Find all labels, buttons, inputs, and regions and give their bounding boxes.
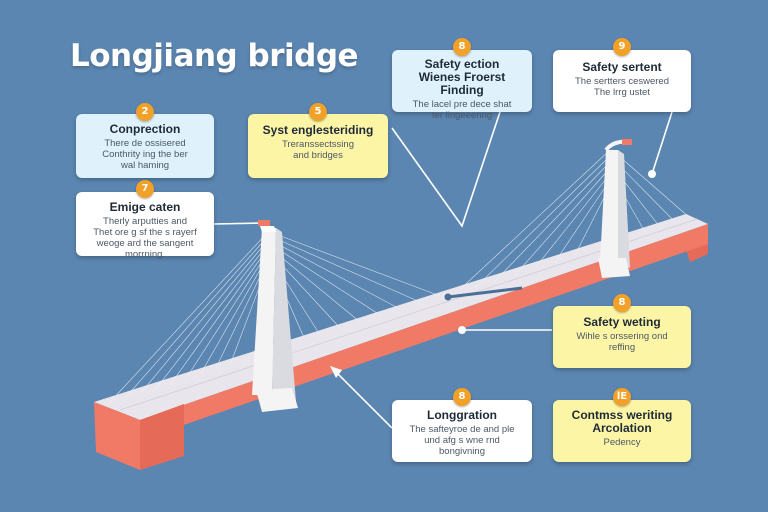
- right-pylon: [598, 139, 632, 278]
- step-badge: 5: [309, 103, 327, 121]
- step-badge: lE: [613, 388, 631, 406]
- cables-right-pylon: [454, 149, 691, 295]
- step-badge: 2: [136, 103, 154, 121]
- callout-card-conprection: Conprection There de ossisered Conthrity…: [76, 114, 214, 178]
- step-badge: 9: [613, 38, 631, 56]
- card-body: The safteyroe de and ple und afg s wne r…: [409, 424, 515, 457]
- pointer-dot-right: [648, 170, 656, 178]
- pointer-dot-center: [458, 326, 466, 334]
- card-body: The lacel pre dece shat ter lingeeenng: [412, 99, 512, 121]
- pointer-arrow-head: [330, 366, 342, 378]
- card-title: Conprection: [109, 122, 181, 136]
- pointer-tip-red: [258, 220, 270, 226]
- pointer-dot-deck: [444, 293, 452, 301]
- step-badge: 8: [613, 294, 631, 312]
- callout-card-emige-caten: Emige caten Therly arputties and Thet or…: [76, 192, 214, 260]
- card-body: There de ossisered Conthrity ing the ber…: [102, 138, 188, 171]
- card-body: Wihle s orssering ond reffing: [576, 331, 668, 353]
- callout-card-syst-englesteriding: Syst englesteriding Treranssectssing and…: [248, 114, 388, 178]
- page-title: Longjiang bridge: [70, 38, 359, 74]
- card-title: Safety weting: [583, 315, 661, 329]
- callout-card-safety-sertent: Safety sertent The sertters ceswered The…: [553, 50, 691, 112]
- callout-card-longgration: Longgration The safteyroe de and ple und…: [392, 400, 532, 462]
- card-body: The sertters ceswered The lrrg ustet: [575, 76, 669, 98]
- callout-card-safety-weting: Safety weting Wihle s orssering ond reff…: [553, 306, 691, 368]
- card-body: Therly arputties and Thet ore g sf the s…: [93, 216, 197, 260]
- callout-card-contmss-weriting: Contmss weriting Arcolation Pedency: [553, 400, 691, 462]
- card-title: Safety ection: [424, 57, 500, 71]
- bridge-abutment-left: [94, 402, 140, 470]
- step-badge: 8: [453, 38, 471, 56]
- card-title: Emige caten: [109, 200, 181, 214]
- card-title: Syst englesteriding: [262, 123, 374, 137]
- card-body: Treranssectssing and bridges: [282, 139, 354, 161]
- step-badge: 7: [136, 180, 154, 198]
- card-title: Longgration: [427, 408, 497, 422]
- callout-pointers: [213, 111, 673, 429]
- step-badge: 8: [453, 388, 471, 406]
- card-title-2: Arcolation: [592, 421, 652, 435]
- callout-card-safety-ection: Safety ection Wienes Froerst Finding The…: [392, 50, 532, 121]
- bridge-abutment-left-front: [140, 404, 184, 470]
- card-title: Contmss weriting: [571, 408, 673, 422]
- left-pylon: [252, 226, 298, 412]
- card-title-2: Wienes Froerst Finding: [418, 70, 506, 97]
- card-body: Pedency: [603, 437, 641, 448]
- card-title: Safety sertent: [582, 60, 662, 74]
